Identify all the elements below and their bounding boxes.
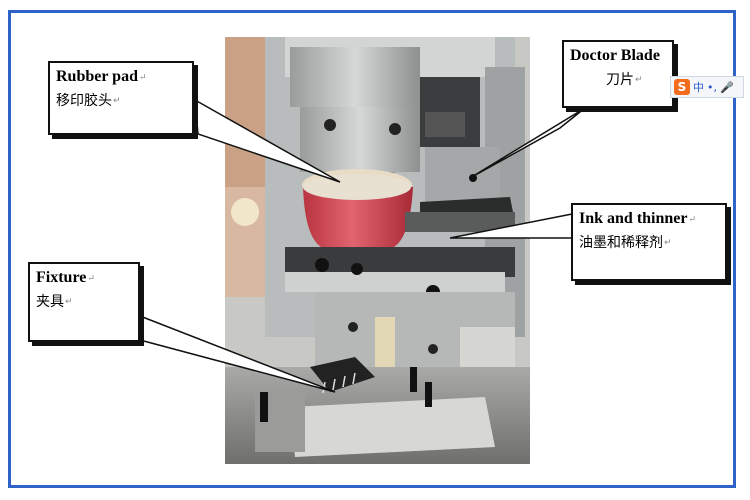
return-mark: ↵	[688, 214, 697, 224]
return-mark: ↵	[664, 238, 672, 248]
image-frame	[8, 10, 736, 488]
return-mark: ↵	[113, 96, 121, 106]
rubber-pad-label-en: Rubber pad	[56, 68, 138, 85]
return-mark: ↵	[65, 297, 73, 307]
machine-illustration	[225, 37, 530, 464]
ink-thinner-label-zh: 油墨和稀释剂	[579, 235, 663, 251]
rubber-pad-label-zh: 移印胶头	[56, 93, 112, 109]
fixture-callout: Fixture↵ 夹具↵	[28, 262, 140, 342]
ink-thinner-label-en: Ink and thinner	[579, 210, 688, 227]
bolt	[324, 119, 336, 131]
bolt	[389, 123, 401, 135]
ime-toolbar[interactable]: S 中 •, 🎤	[670, 76, 744, 98]
ime-mode-toggle[interactable]: 中	[693, 81, 704, 94]
microphone-icon[interactable]: 🎤	[720, 80, 734, 94]
return-mark: ↵	[635, 75, 643, 85]
sogou-logo-icon[interactable]: S	[674, 79, 690, 95]
rubber-pad-callout: Rubber pad↵ 移印胶头↵	[48, 61, 194, 135]
ime-punctuation-toggle[interactable]: •,	[707, 80, 717, 94]
fixture-label-en: Fixture	[36, 269, 87, 286]
doctor-blade-label-en: Doctor Blade	[570, 47, 660, 64]
return-mark: ↵	[138, 72, 147, 82]
background-spool	[231, 198, 259, 226]
doctor-blade-callout: Doctor Blade 刀片↵	[562, 40, 674, 108]
machine-photo	[225, 37, 530, 464]
return-mark: ↵	[87, 273, 95, 283]
doctor-blade-label-zh: 刀片	[606, 72, 634, 88]
ink-thinner-callout: Ink and thinner↵ 油墨和稀释剂↵	[571, 203, 727, 281]
fixture-label-zh: 夹具	[36, 294, 64, 310]
